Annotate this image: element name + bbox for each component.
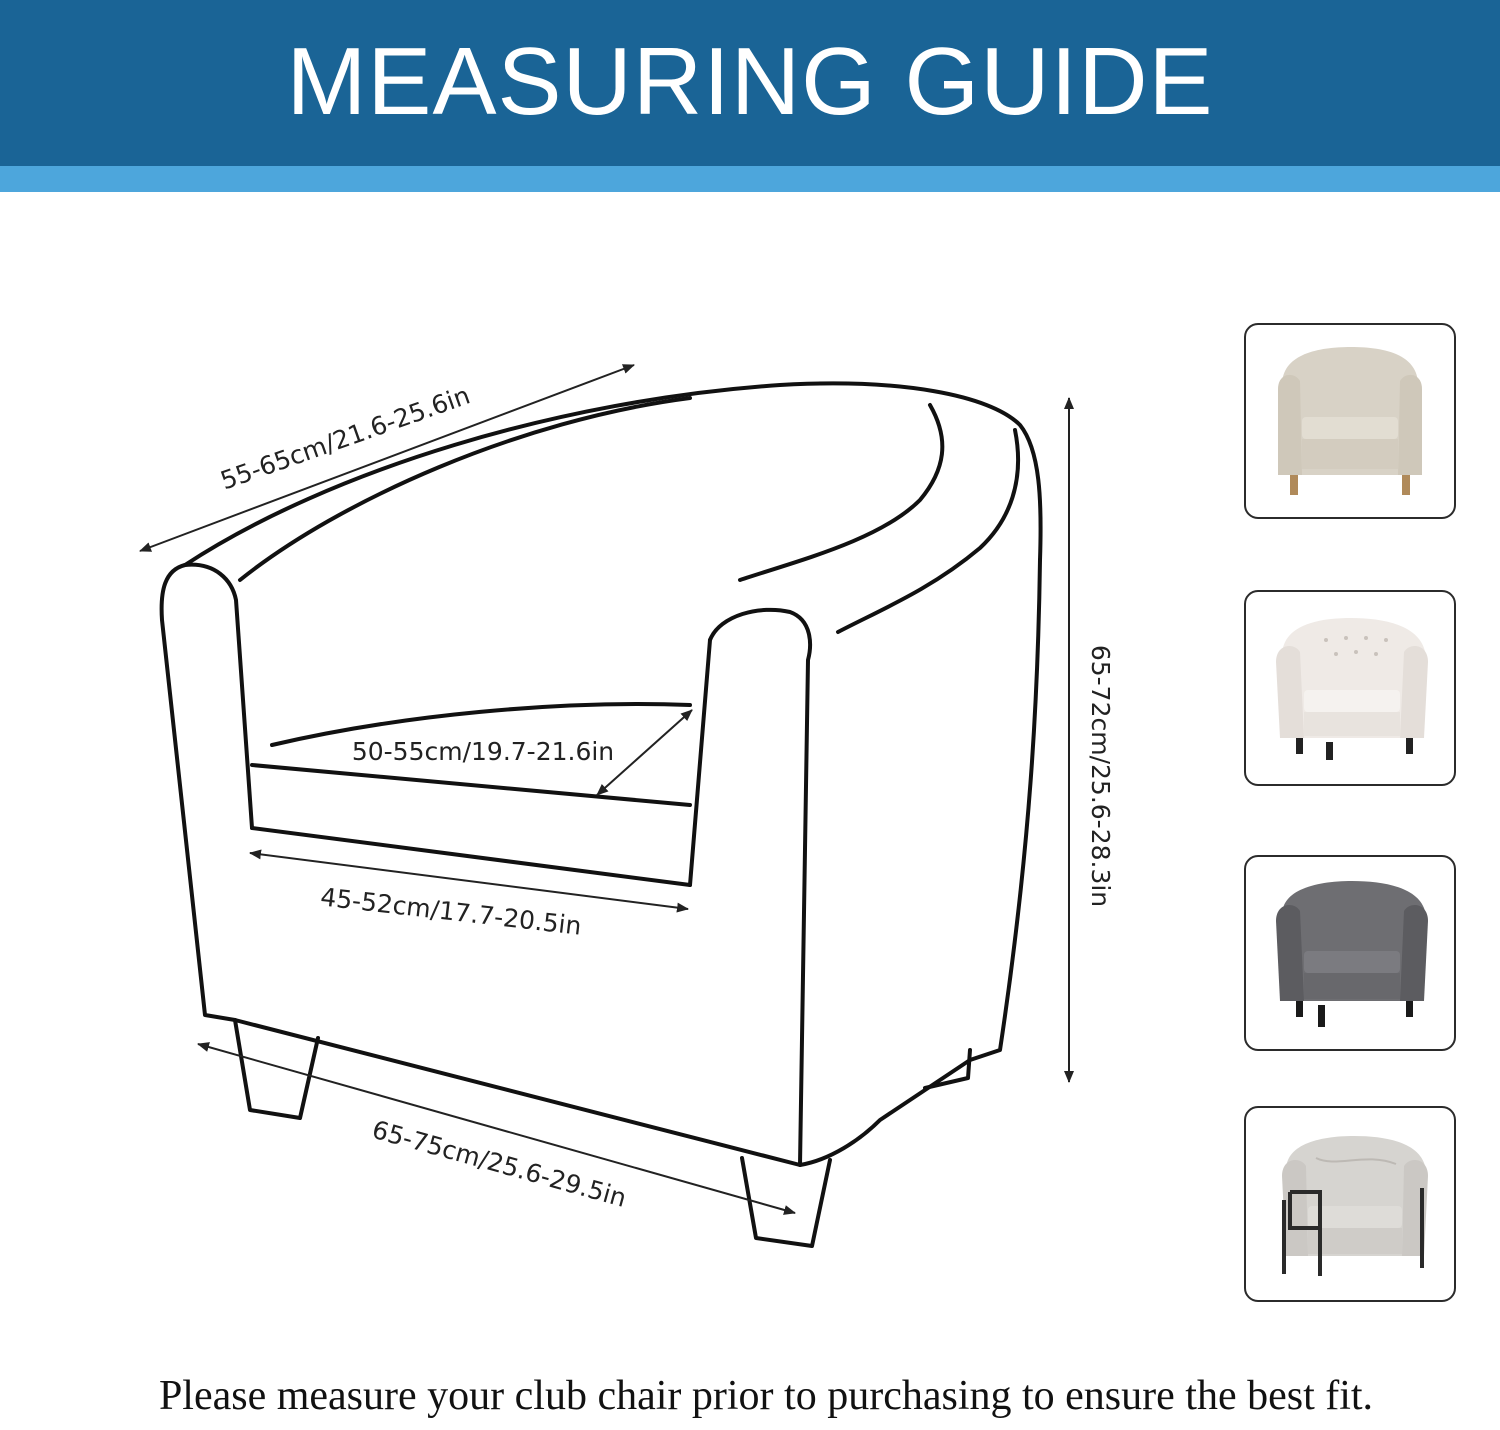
caption-text: Please measure your club chair prior to … [158, 1373, 1374, 1419]
seat-depth-arrow [596, 709, 693, 796]
height-label: 65-72cm/25.6-28.3in [1086, 645, 1115, 907]
header-stripe [0, 166, 1500, 192]
gray-chair-image [1276, 881, 1428, 1027]
seat-width-arrow [249, 849, 689, 913]
header-bar [0, 0, 1500, 166]
page-title: MEASURING GUIDE [286, 28, 1214, 135]
thumbnail-beige-chair[interactable] [1244, 323, 1456, 519]
chair-outline [159, 381, 1043, 1248]
white-tufted-chair-image [1276, 618, 1428, 760]
beige-chair-image [1278, 347, 1422, 495]
marble-chair-image [1282, 1136, 1428, 1276]
seat-depth-label: 50-55cm/19.7-21.6in [352, 737, 614, 766]
back-width-label: 55-65cm/21.6-25.6in [217, 381, 474, 496]
thumbnail-gray-chair[interactable] [1244, 855, 1456, 1051]
dimension-arrows [139, 364, 1074, 1215]
bottom-width-arrow [197, 1042, 796, 1215]
thumbnail-marble-chair[interactable] [1244, 1106, 1456, 1302]
back-width-arrow [139, 364, 635, 552]
thumbnail-white-tufted-chair[interactable] [1244, 590, 1456, 786]
